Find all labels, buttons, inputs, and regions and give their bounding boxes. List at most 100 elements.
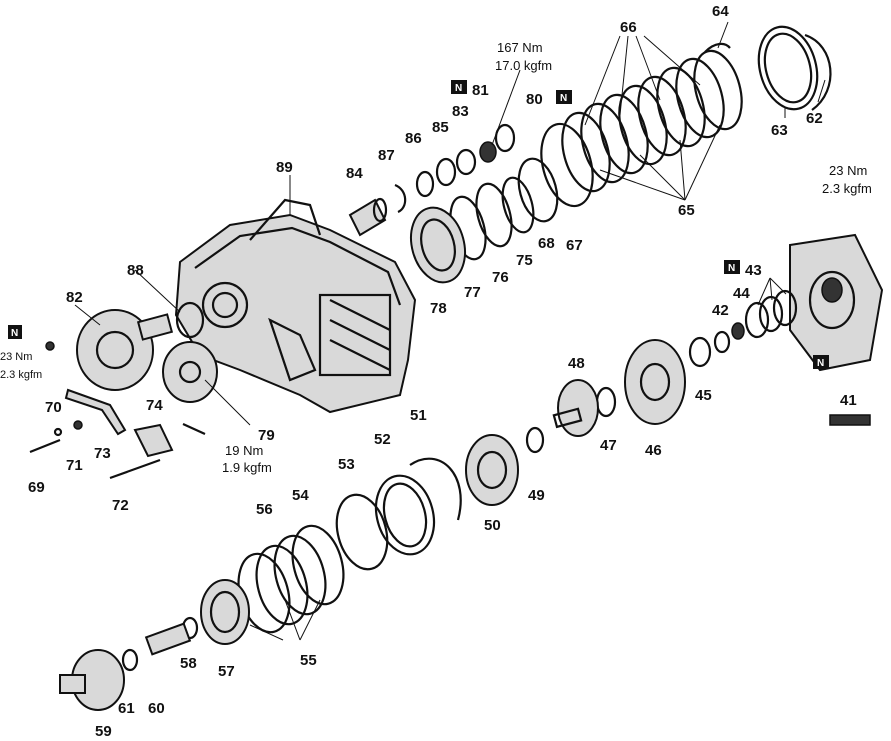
part-82-housing bbox=[76, 309, 154, 391]
callout-84: 84 bbox=[346, 165, 363, 182]
part-88-seal bbox=[175, 301, 205, 339]
part-69-pin bbox=[29, 438, 61, 454]
callout-50: 50 bbox=[484, 517, 501, 534]
part-60-shaft bbox=[144, 622, 192, 656]
part-71-nut bbox=[73, 420, 83, 430]
callout-56: 56 bbox=[256, 501, 273, 518]
part-86-ring bbox=[415, 170, 435, 198]
callout-76: 76 bbox=[492, 269, 509, 286]
callout-65: 65 bbox=[678, 202, 695, 219]
lower-parts bbox=[59, 426, 545, 711]
callout-51: 51 bbox=[410, 407, 427, 424]
part-67-plate bbox=[540, 122, 594, 208]
leader-lines bbox=[74, 21, 826, 641]
part-50-gear bbox=[465, 434, 519, 506]
left-parts bbox=[29, 301, 218, 480]
part-70-clip bbox=[53, 427, 63, 437]
part-42-washer bbox=[713, 330, 731, 354]
callout-88: 88 bbox=[127, 262, 144, 279]
torque-2-3-kgfm-left: 2.3 kgfm bbox=[0, 369, 42, 381]
svg-text:N: N bbox=[728, 263, 735, 274]
part-85-ring bbox=[435, 157, 457, 187]
upper-clutch-parts bbox=[348, 25, 832, 284]
callout-55: 55 bbox=[300, 652, 317, 669]
callout-89: 89 bbox=[276, 159, 293, 176]
callout-61: 61 bbox=[118, 700, 135, 717]
callout-85: 85 bbox=[432, 119, 449, 136]
part-63-plate bbox=[757, 25, 819, 111]
callout-71: 71 bbox=[66, 457, 83, 474]
callout-47: 47 bbox=[600, 437, 617, 454]
torque-167-nm: 167 Nm bbox=[497, 40, 543, 55]
part-73-lever bbox=[64, 388, 127, 436]
callout-81: 81 bbox=[472, 82, 489, 99]
part-81-nut bbox=[479, 141, 497, 163]
callout-63: 63 bbox=[771, 122, 788, 139]
callout-48: 48 bbox=[568, 355, 585, 372]
callout-62: 62 bbox=[806, 110, 823, 127]
callout-54: 54 bbox=[292, 487, 309, 504]
part-44-bearing bbox=[731, 322, 745, 340]
part-52-ring bbox=[374, 474, 436, 556]
callout-57: 57 bbox=[218, 663, 235, 680]
callout-75: 75 bbox=[516, 252, 533, 269]
part-68-ring bbox=[517, 157, 559, 223]
torque-1-9-kgfm: 1.9 kgfm bbox=[222, 460, 272, 475]
part-45-ring bbox=[688, 336, 712, 368]
callout-78: 78 bbox=[430, 300, 447, 317]
torque-19-nm: 19 Nm bbox=[225, 443, 263, 458]
torque-23-nm-right: 23 Nm bbox=[829, 163, 867, 178]
part-46-drum bbox=[624, 339, 686, 425]
callout-59: 59 bbox=[95, 723, 112, 740]
svg-text:N: N bbox=[455, 83, 462, 94]
part-47-ring bbox=[595, 386, 617, 418]
callout-49: 49 bbox=[528, 487, 545, 504]
right-parts bbox=[552, 233, 884, 437]
part-83-bearing bbox=[455, 148, 477, 176]
torque-23-nm-left: 23 Nm bbox=[0, 351, 32, 363]
part-51-snap-ring bbox=[409, 457, 462, 521]
part-74-bracket bbox=[133, 423, 174, 458]
part-75-ring bbox=[501, 176, 535, 234]
transmission-case bbox=[174, 198, 417, 414]
torque-2-3-kgfm-right: 2.3 kgfm bbox=[822, 181, 872, 196]
badge-n-81: N bbox=[451, 80, 467, 94]
callout-42: 42 bbox=[712, 302, 729, 319]
callout-87: 87 bbox=[378, 147, 395, 164]
badge-n-43: N bbox=[724, 260, 740, 274]
callout-45: 45 bbox=[695, 387, 712, 404]
badge-n-80: N bbox=[556, 90, 572, 104]
callout-82: 82 bbox=[66, 289, 83, 306]
part-43-ring bbox=[772, 289, 798, 327]
callout-70: 70 bbox=[45, 399, 62, 416]
torque-17-kgfm: 17.0 kgfm bbox=[495, 58, 552, 73]
callout-73: 73 bbox=[94, 445, 111, 462]
callout-41: 41 bbox=[840, 392, 857, 409]
callout-79: 79 bbox=[258, 427, 275, 444]
part-62-snap-ring bbox=[804, 33, 832, 111]
part-53-ring bbox=[335, 493, 389, 571]
badge-n-left: N bbox=[8, 325, 22, 339]
callout-64: 64 bbox=[712, 3, 729, 20]
part-84-sleeve bbox=[348, 198, 387, 237]
part-87-snap-ring bbox=[394, 183, 407, 214]
callout-67: 67 bbox=[566, 237, 583, 254]
badge-n-41: N bbox=[813, 355, 829, 369]
callout-68: 68 bbox=[538, 235, 555, 252]
callout-83: 83 bbox=[452, 103, 469, 120]
part-72-rod bbox=[109, 458, 161, 480]
part-57-drum bbox=[200, 579, 250, 645]
part-41-housing bbox=[789, 233, 884, 372]
callout-44: 44 bbox=[733, 285, 750, 302]
callout-58: 58 bbox=[180, 655, 197, 672]
callout-53: 53 bbox=[338, 456, 355, 473]
callout-77: 77 bbox=[464, 284, 481, 301]
callout-80: 80 bbox=[526, 91, 543, 108]
callout-86: 86 bbox=[405, 130, 422, 147]
part-76-ring bbox=[475, 182, 513, 248]
callout-66: 66 bbox=[620, 19, 637, 36]
callout-74: 74 bbox=[146, 397, 163, 414]
callout-43: 43 bbox=[745, 262, 762, 279]
